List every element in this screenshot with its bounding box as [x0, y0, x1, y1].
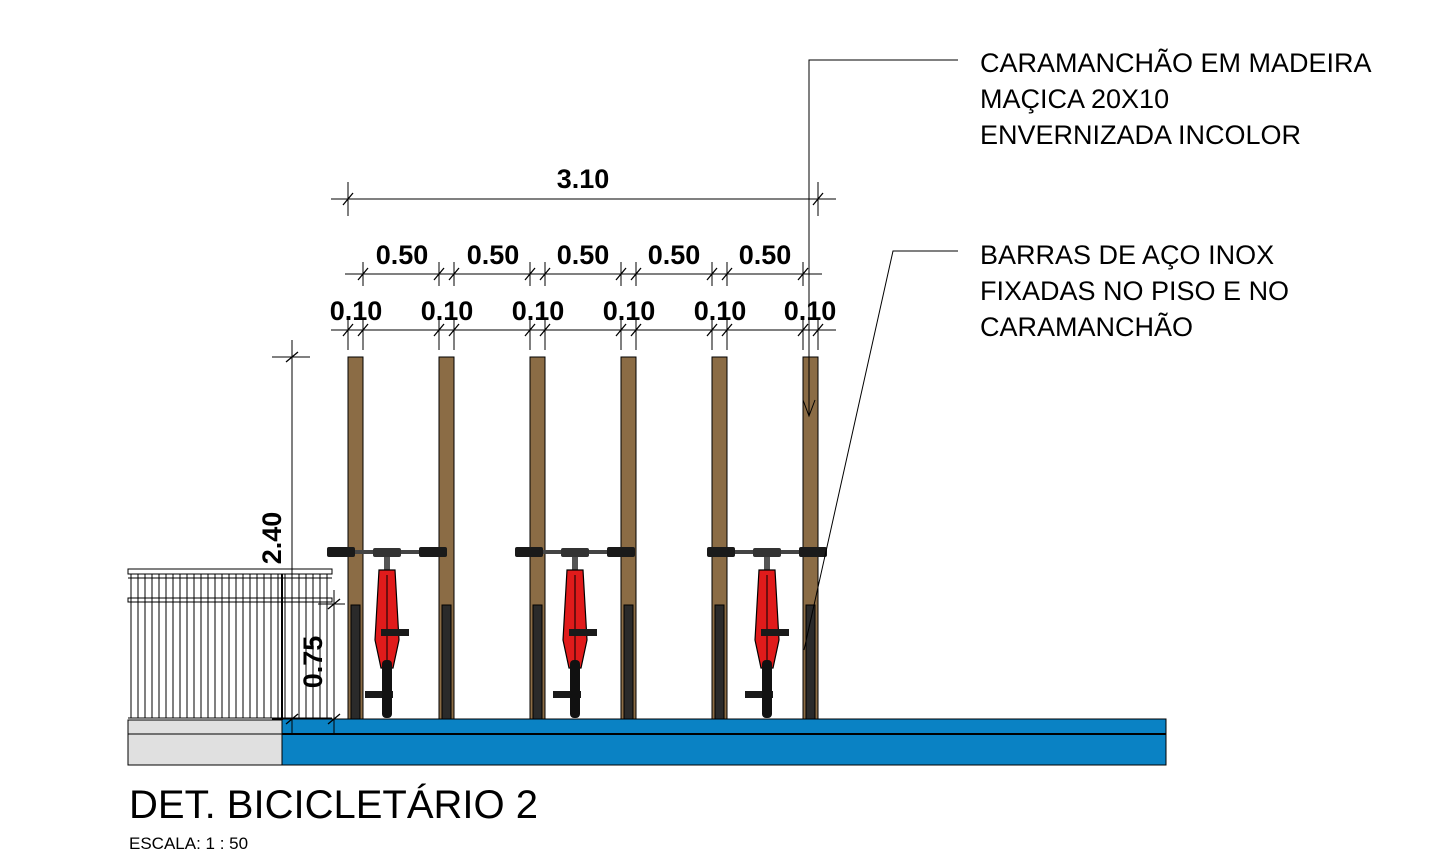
pedal-right [381, 629, 409, 636]
note-pergola-line-3: ENVERNIZADA INCOLOR [980, 120, 1301, 150]
stem [561, 548, 589, 557]
bay-width-dim-2: 0.50 [467, 240, 520, 270]
head-tube [764, 557, 770, 577]
note-bars-line-3: CARAMANCHÃO [980, 311, 1193, 342]
handlebar-grip-left [327, 547, 355, 557]
dim-tick [342, 192, 354, 206]
dim-tick [812, 323, 824, 337]
stem [373, 548, 401, 557]
dim-tick [539, 323, 551, 337]
blue-floor-slab [281, 718, 1167, 766]
note-bars-line-2: FIXADAS NO PISO E NO [980, 276, 1289, 306]
dim-tick [615, 323, 627, 337]
steel-bar [623, 604, 634, 720]
dim-tick [433, 267, 445, 281]
wheel [570, 660, 580, 718]
dim-tick [357, 267, 369, 281]
height-rail-dim: 0.75 [298, 636, 328, 689]
steel-bar [441, 604, 452, 720]
dim-tick [357, 323, 369, 337]
steel-bar [350, 604, 361, 720]
leader-pergola [802, 59, 958, 418]
bay-width-dim-1: 0.50 [376, 240, 429, 270]
dim-tick [524, 267, 536, 281]
post-width-dim-3: 0.10 [512, 296, 565, 326]
post-width-dim-2: 0.10 [421, 296, 474, 326]
dimension-lines [272, 182, 836, 735]
bicycle [707, 547, 827, 718]
dim-tick [615, 267, 627, 281]
post-width-dim-1: 0.10 [330, 296, 383, 326]
dim-tick [797, 267, 809, 281]
bicycle [515, 547, 635, 718]
note-bars-line-1: BARRAS DE AÇO INOX [980, 240, 1274, 270]
head-tube [384, 557, 390, 577]
dim-tick [706, 267, 718, 281]
pedal-left [365, 691, 393, 698]
wood-posts [347, 356, 819, 720]
dim-tick [721, 323, 733, 337]
overall-width-dim: 3.10 [557, 164, 610, 194]
pedal-left [553, 691, 581, 698]
post-width-dim-6: 0.10 [784, 296, 837, 326]
head-tube [572, 557, 578, 577]
height-total-dim: 2.40 [257, 512, 287, 565]
drawing-scale: ESCALA: 1 : 50 [129, 834, 248, 853]
dim-tick [630, 267, 642, 281]
bicycles [327, 547, 827, 718]
post-width-dim-5: 0.10 [694, 296, 747, 326]
steel-bar [714, 604, 725, 720]
bicycle [327, 547, 447, 718]
dim-tick [721, 267, 733, 281]
wheel [762, 660, 772, 718]
handlebar-grip-left [707, 547, 735, 557]
bay-width-dim-5: 0.50 [739, 240, 792, 270]
bay-width-dim-4: 0.50 [648, 240, 701, 270]
railing [127, 568, 333, 720]
handlebar-grip-right [607, 547, 635, 557]
dim-tick [448, 323, 460, 337]
bay-width-dim-3: 0.50 [557, 240, 610, 270]
dim-tick [706, 323, 718, 337]
pedal-right [761, 629, 789, 636]
leader-bars [803, 250, 958, 651]
drawing-title: DET. BICICLETÁRIO 2 [129, 782, 538, 827]
dim-tick [327, 713, 341, 725]
dim-tick [539, 267, 551, 281]
sidewalk [127, 719, 283, 766]
dim-tick [630, 323, 642, 337]
stem [753, 548, 781, 557]
handlebar-grip-right [799, 547, 827, 557]
post-width-dim-4: 0.10 [603, 296, 656, 326]
dim-tick [797, 323, 809, 337]
dim-tick [433, 323, 445, 337]
wheel [382, 660, 392, 718]
handlebar-grip-left [515, 547, 543, 557]
dim-tick [524, 323, 536, 337]
handlebar-grip-right [419, 547, 447, 557]
note-pergola-line-1: CARAMANCHÃO EM MADEIRA [980, 47, 1372, 78]
pedal-right [569, 629, 597, 636]
note-pergola-line-2: MAÇICA 20X10 [980, 84, 1169, 114]
dim-tick [812, 192, 824, 206]
dim-tick [448, 267, 460, 281]
pedal-left [745, 691, 773, 698]
dim-tick [285, 351, 299, 363]
dim-tick [342, 323, 354, 337]
steel-bar [805, 604, 816, 720]
steel-bar [532, 604, 543, 720]
